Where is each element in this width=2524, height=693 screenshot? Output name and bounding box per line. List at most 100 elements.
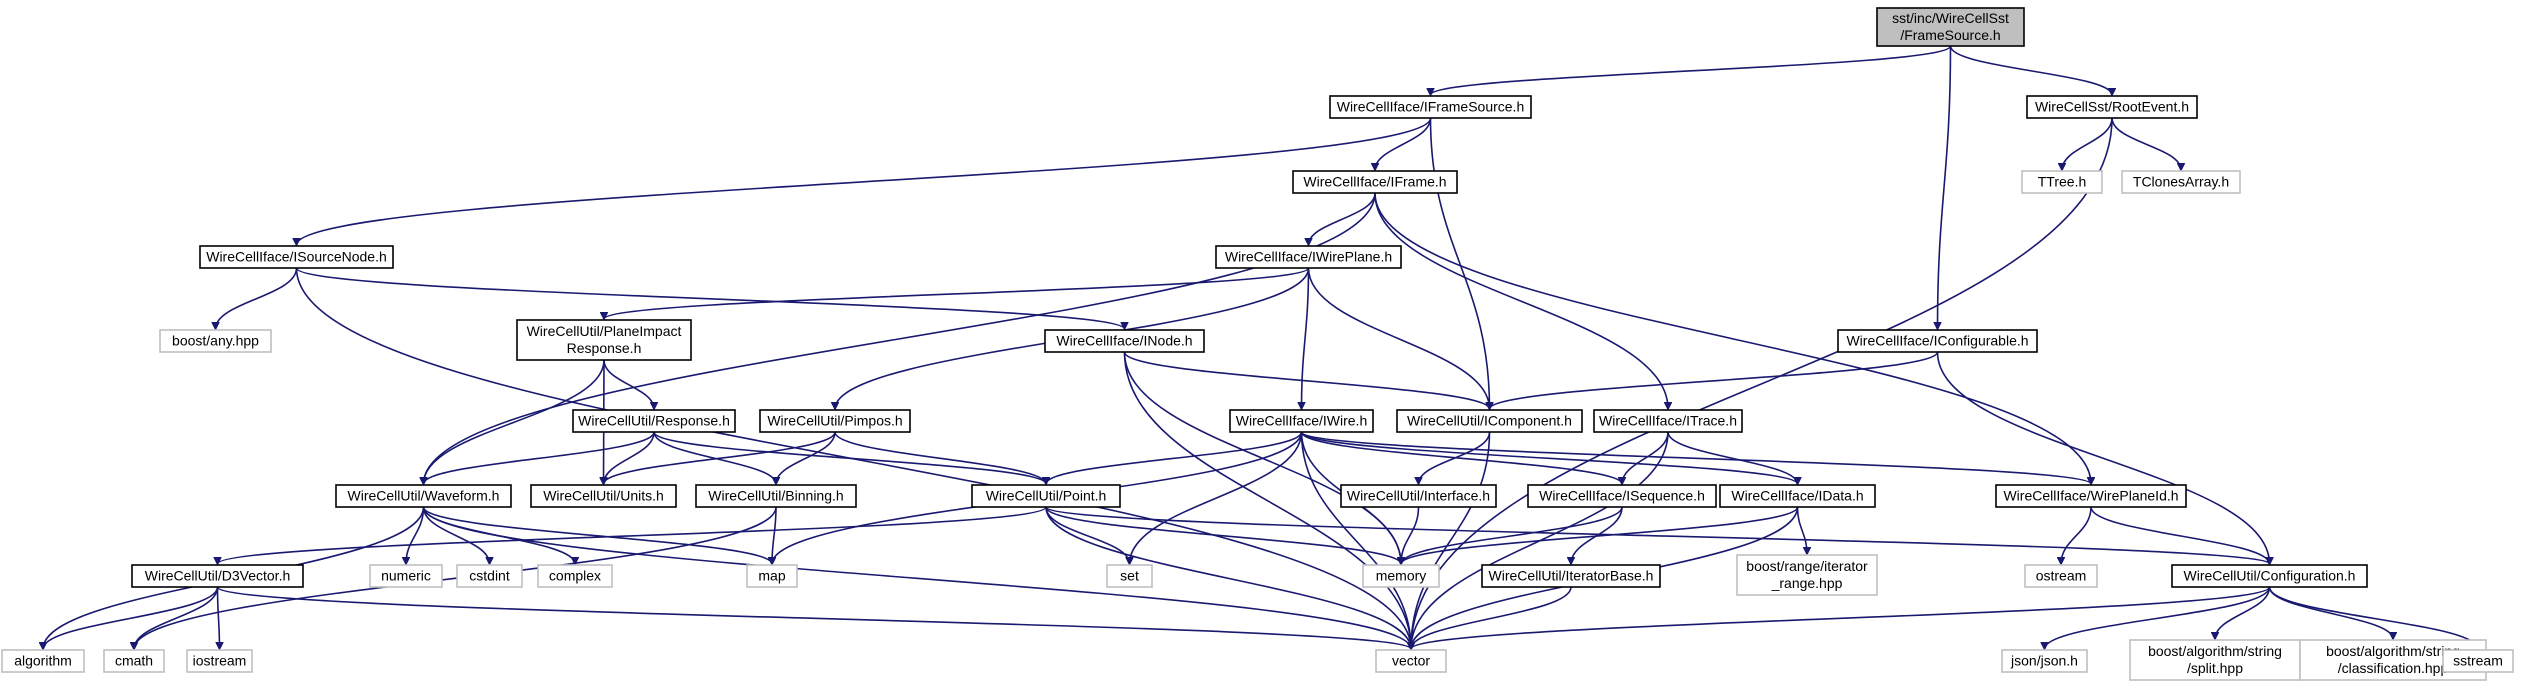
node-ostream: ostream [2024,564,2098,588]
node-label-inode: WireCellIface/INode.h [1056,333,1192,349]
node-box-waveform [335,484,512,508]
edge-root-to-rootevent [1949,45,2113,95]
node-label-map: map [758,568,785,584]
node-label-iframesource: WireCellIface/IFrameSource.h [1337,99,1525,115]
edge-root-to-iframesource [1431,45,1952,95]
node-box-cmath [103,649,165,673]
edge-iwireplane-to-planeimpact [604,267,1310,319]
node-units[interactable]: WireCellUtil/Units.h [530,484,677,508]
edge-root-to-iconfigurable [1938,45,1952,329]
node-iwireplane[interactable]: WireCellIface/IWirePlane.h [1215,245,1402,269]
edge-waveform-to-vector [422,506,1412,649]
node-isequence[interactable]: WireCellIface/ISequence.h [1527,484,1717,508]
edge-iwire-to-vector [1300,431,1412,649]
node-boostrange: boost/range/iterator_range.hpp [1736,554,1878,596]
node-label-jsonh: json/json.h [2010,653,2078,669]
edge-iwire-to-isequence [1300,431,1623,484]
node-label-boostclass: /classification.hpp [2338,660,2449,676]
node-label-iwire: WireCellIface/IWire.h [1236,413,1367,429]
edge-inode-to-vector [1123,351,1412,649]
node-isourcenode[interactable]: WireCellIface/ISourceNode.h [199,245,394,269]
node-point[interactable]: WireCellUtil/Point.h [971,484,1121,508]
edge-waveform-to-cstdint [422,506,490,564]
node-label-ttree: TTree.h [2038,174,2087,190]
node-box-boostany [159,329,272,353]
nodes-layer: sst/inc/WireCellSst/FrameSource.hWireCel… [1,7,2514,681]
node-box-cstdint [456,564,523,588]
node-iconfigurable[interactable]: WireCellIface/IConfigurable.h [1837,329,2038,353]
node-label-d3vector: WireCellUtil/D3Vector.h [145,568,291,584]
edge-planeimpact-to-response [603,359,654,409]
edge-itrace-to-isequence [1622,431,1669,484]
node-box-iwire [1229,409,1374,433]
node-complex: complex [537,564,613,588]
edge-iwireplane-to-icomponent [1307,267,1490,409]
node-box-planeimpact [516,319,692,361]
edge-d3vector-to-vector [216,586,1412,649]
edge-idata-to-boostrange [1796,506,1808,554]
node-box-iframe [1292,170,1458,194]
node-root[interactable]: sst/inc/WireCellSst/FrameSource.h [1876,7,2025,47]
edge-iwire-to-idata [1300,431,1798,484]
node-label-units: WireCellUtil/Units.h [543,488,664,504]
node-pimpos[interactable]: WireCellUtil/Pimpos.h [759,409,911,433]
node-interface[interactable]: WireCellUtil/Interface.h [1340,484,1497,508]
edge-planeimpact-to-waveform [424,359,605,484]
node-label-boostsplit: boost/algorithm/string [2148,643,2282,659]
node-box-binning [695,484,857,508]
node-label-icomponent: WireCellUtil/IComponent.h [1407,413,1572,429]
node-ttree: TTree.h [2021,170,2103,194]
node-box-icomponent [1396,409,1583,433]
node-label-complex: complex [549,568,601,584]
node-label-interface: WireCellUtil/Interface.h [1347,488,1490,504]
node-box-complex [537,564,613,588]
edge-configuration-to-boostsplit [2215,586,2271,639]
node-box-ostream [2024,564,2098,588]
node-waveform[interactable]: WireCellUtil/Waveform.h [335,484,512,508]
edge-isourcenode-to-boostany [216,267,298,329]
node-label-ostream: ostream [2036,568,2087,584]
node-box-tclones [2121,170,2241,194]
node-d3vector[interactable]: WireCellUtil/D3Vector.h [131,564,304,588]
node-box-boostclass [2299,639,2487,681]
node-boostsplit: boost/algorithm/string/split.hpp [2129,639,2301,681]
node-configuration[interactable]: WireCellUtil/Configuration.h [2171,564,2368,588]
node-tclones: TClonesArray.h [2121,170,2241,194]
edge-rootevent-to-tclones [2111,117,2181,170]
edge-idata-to-memory [1401,506,1799,564]
edge-response-to-waveform [424,431,655,484]
node-wireplaneid[interactable]: WireCellIface/WirePlaneId.h [1995,484,2187,508]
edge-configuration-to-vector [1411,586,2271,649]
edge-iframesource-to-icomponent [1429,117,1490,409]
node-rootevent[interactable]: WireCellSst/RootEvent.h [2026,95,2198,119]
node-response[interactable]: WireCellUtil/Response.h [572,409,736,433]
edge-point-to-set [1045,506,1130,564]
node-label-boostany: boost/any.hpp [172,333,259,349]
node-binning[interactable]: WireCellUtil/Binning.h [695,484,857,508]
node-box-inode [1044,329,1205,353]
node-label-idata: WireCellIface/IData.h [1731,488,1863,504]
node-label-rootevent: WireCellSst/RootEvent.h [2035,99,2189,115]
node-label-set: set [1120,568,1139,584]
node-label-isourcenode: WireCellIface/ISourceNode.h [206,249,387,265]
node-itrace[interactable]: WireCellIface/ITrace.h [1593,409,1743,433]
edge-d3vector-to-iostream [218,586,220,649]
edge-iwire-to-point [1046,431,1303,484]
node-icomponent[interactable]: WireCellUtil/IComponent.h [1396,409,1583,433]
node-iframesource[interactable]: WireCellIface/IFrameSource.h [1329,95,1532,119]
node-label-boostsplit: /split.hpp [2187,660,2243,676]
node-iwire[interactable]: WireCellIface/IWire.h [1229,409,1374,433]
node-label-pimpos: WireCellUtil/Pimpos.h [767,413,902,429]
node-inode[interactable]: WireCellIface/INode.h [1044,329,1205,353]
edge-iteratorbase-to-vector [1411,586,1572,649]
edge-iframe-to-iwireplane [1309,192,1376,245]
node-iteratorbase[interactable]: WireCellUtil/IteratorBase.h [1481,564,1661,588]
node-box-jsonh [2001,649,2088,673]
node-label-binning: WireCellUtil/Binning.h [708,488,843,504]
edge-iframesource-to-iframe [1375,117,1432,170]
node-box-vector [1375,649,1447,673]
node-iframe[interactable]: WireCellIface/IFrame.h [1292,170,1458,194]
node-idata[interactable]: WireCellIface/IData.h [1719,484,1876,508]
node-label-configuration: WireCellUtil/Configuration.h [2184,568,2356,584]
